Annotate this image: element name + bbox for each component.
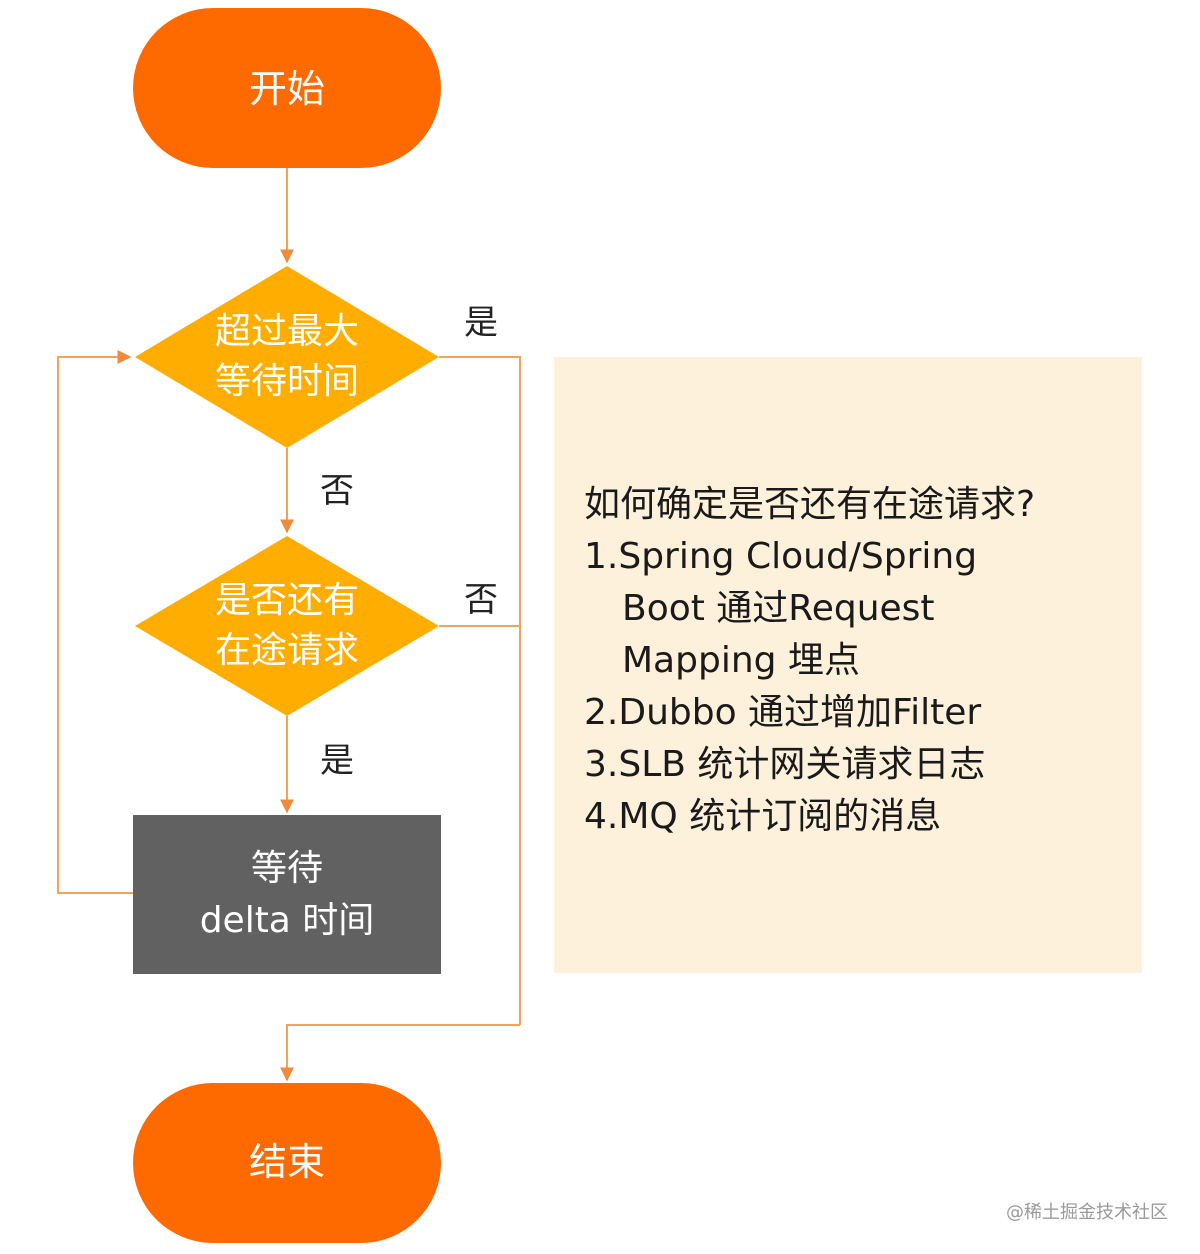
decision-inflight-requests: 是否还有 在途请求: [135, 536, 439, 716]
decision-inflight-line1: 是否还有: [215, 580, 359, 621]
end-node: 结束: [133, 1083, 441, 1243]
connector-decision1-yes-right: [439, 356, 521, 1025]
note-item2: 2.Dubbo 通过增加Filter: [584, 692, 982, 733]
explanation-note: 如何确定是否还有在途请求? 1.Spring Cloud/Spring Boot…: [554, 357, 1142, 973]
connector-wait-loop-back: [57, 350, 133, 894]
wait-node: 等待 delta 时间: [133, 815, 441, 974]
decision-max-wait-shape: [135, 266, 439, 448]
wait-shape: [133, 815, 441, 974]
wait-line1: 等待: [251, 848, 323, 889]
edge-label-decision2-yes: 是: [320, 741, 354, 781]
watermark: @稀土掘金技术社区: [1006, 1202, 1168, 1223]
decision-inflight-shape: [135, 536, 439, 716]
start-shape: [133, 8, 441, 168]
start-label: 开始: [249, 67, 325, 111]
explanation-note-text: 如何确定是否还有在途请求? 1.Spring Cloud/Spring Boot…: [584, 479, 1132, 843]
note-item4: 4.MQ 统计订阅的消息: [584, 796, 942, 837]
decision-inflight-line2: 在途请求: [215, 630, 359, 671]
decision-max-wait-line1: 超过最大: [215, 311, 359, 352]
end-shape: [133, 1083, 441, 1243]
edge-label-decision1-no: 否: [320, 471, 354, 511]
edge-label-decision2-no: 否: [464, 580, 498, 620]
note-title: 如何确定是否还有在途请求?: [584, 484, 1036, 525]
edge-label-decision1-yes: 是: [464, 303, 498, 343]
note-item1-line2: Boot 通过Request: [622, 588, 935, 629]
decision-max-wait: 超过最大 等待时间: [135, 266, 439, 448]
connectors: [57, 168, 521, 1082]
note-item1-line1: 1.Spring Cloud/Spring: [584, 536, 978, 577]
note-item3: 3.SLB 统计网关请求日志: [584, 744, 986, 785]
start-node: 开始: [133, 8, 441, 168]
note-item1-line3: Mapping 埋点: [622, 640, 860, 681]
wait-line2: delta 时间: [200, 900, 375, 941]
connector-to-end: [280, 1024, 520, 1082]
decision-max-wait-line2: 等待时间: [215, 361, 359, 402]
end-label: 结束: [249, 1140, 325, 1184]
